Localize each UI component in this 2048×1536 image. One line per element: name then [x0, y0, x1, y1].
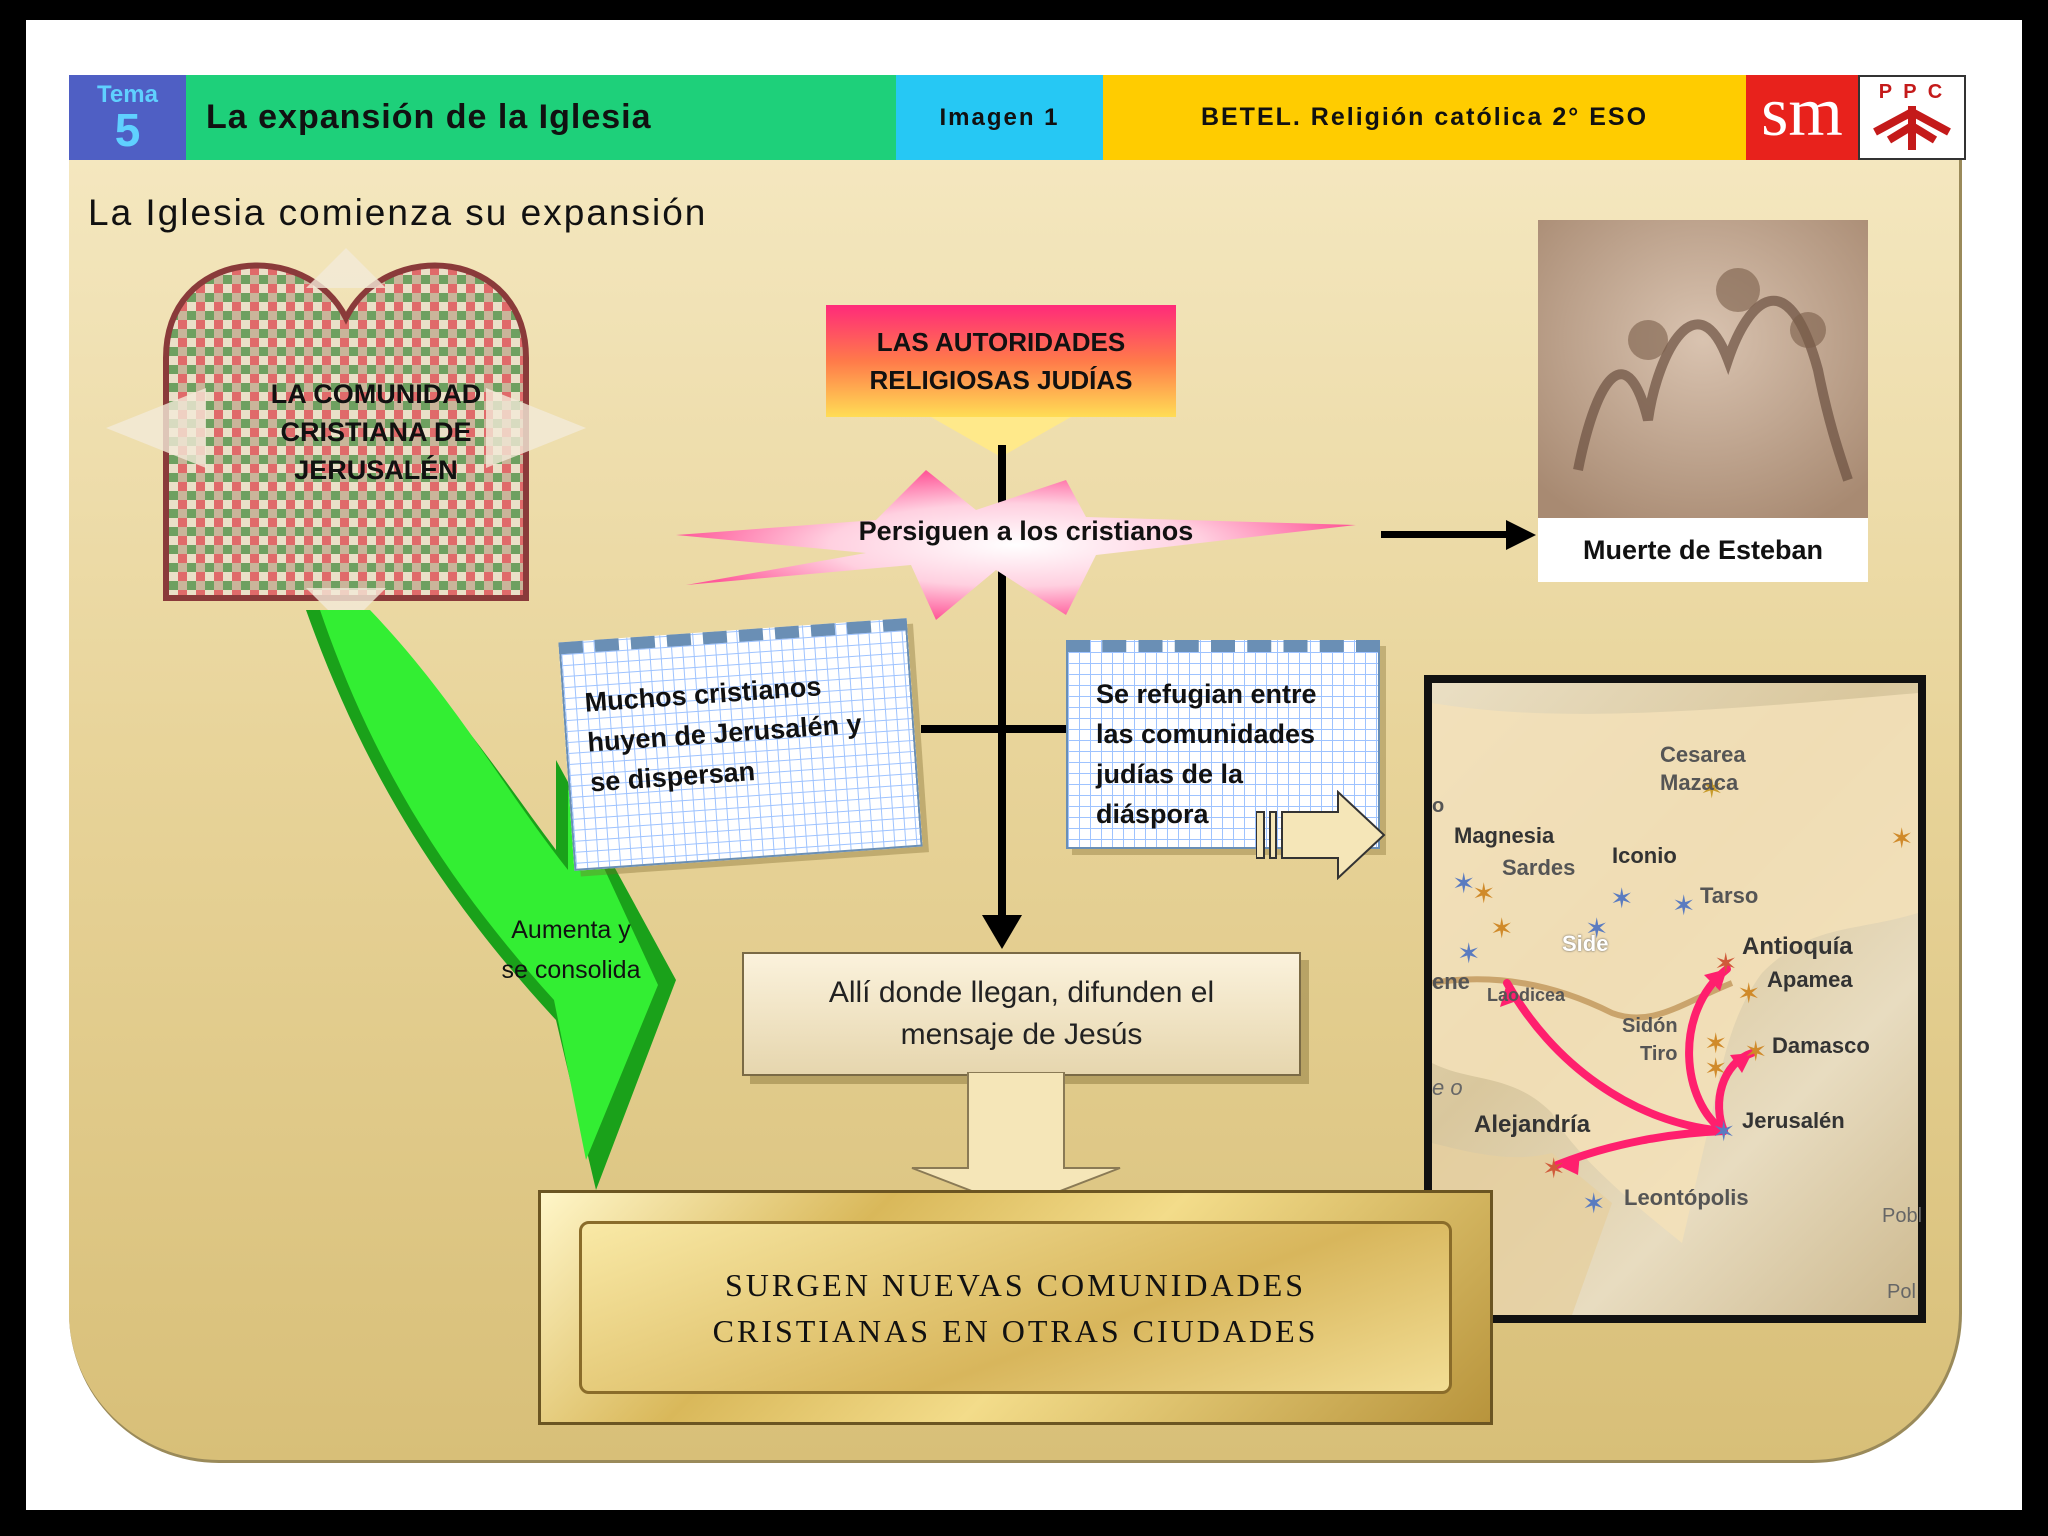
map-label-antioquia: Antioquía	[1742, 933, 1853, 960]
growth-label: Aumenta y se consolida	[501, 916, 641, 984]
map-label-laodicea: Laodicea	[1487, 985, 1566, 1005]
svg-text:✶: ✶	[1704, 1028, 1727, 1059]
svg-text:✶: ✶	[1472, 878, 1495, 909]
map-illustration: ✶ ✶ ✶ ✶ ✶ ✶ ✶ ✶ ✶ ✶ ✶ ✶ ✶ ✶ ✶ ✶ ✶	[1432, 693, 1918, 1315]
map-label-magnesia: Magnesia	[1454, 823, 1555, 848]
result-plaque-inner: SURGEN NUEVAS COMUNIDADES CRISTIANAS EN …	[579, 1221, 1452, 1394]
spread-scroll: Allí donde llegan, difunden el mensaje d…	[742, 952, 1301, 1076]
flee-note-text: Muchos cristianos huyen de Jerusalén y s…	[583, 671, 863, 798]
map-label-tarso: Tarso	[1700, 883, 1759, 908]
svg-text:✶: ✶	[1542, 1153, 1565, 1184]
diaspora-map: ✶ ✶ ✶ ✶ ✶ ✶ ✶ ✶ ✶ ✶ ✶ ✶ ✶ ✶ ✶ ✶ ✶ Cesare…	[1424, 675, 1926, 1323]
svg-text:✶: ✶	[1585, 913, 1608, 944]
persecution-label: Persiguen a los cristianos	[858, 516, 1194, 546]
svg-text:✶: ✶	[1490, 913, 1513, 944]
tema-label: Tema	[97, 80, 158, 108]
map-label-o: o	[1432, 795, 1445, 817]
authorities-box: LAS AUTORIDADES RELIGIOSAS JUDÍAS	[826, 305, 1176, 417]
svg-text:✶: ✶	[1890, 823, 1913, 854]
tema-badge: Tema 5	[69, 75, 186, 160]
result-plaque: SURGEN NUEVAS COMUNIDADES CRISTIANAS EN …	[538, 1190, 1493, 1425]
spread-scroll-text: Allí donde llegan, difunden el mensaje d…	[828, 976, 1215, 1051]
slide: Tema 5 La expansión de la Iglesia Imagen…	[26, 20, 2022, 1510]
community-heart-icon	[106, 248, 586, 628]
down-chevron-icon	[931, 417, 1071, 457]
slide-subtitle: La Iglesia comienza su expansión	[88, 192, 708, 233]
map-label-tiro: Tiro	[1640, 1043, 1678, 1065]
map-label-alejandria: Alejandría	[1474, 1111, 1591, 1138]
stephen-connector	[1381, 531, 1511, 538]
logo-sm: sm	[1746, 75, 1858, 160]
persecution-burst-icon	[676, 470, 1356, 620]
ppc-emblem-icon	[1873, 106, 1951, 150]
authorities-label: LAS AUTORIDADES RELIGIOSAS JUDÍAS	[869, 327, 1133, 395]
stephen-caption: Muerte de Esteban	[1582, 534, 1824, 565]
svg-text:✶: ✶	[1704, 1053, 1727, 1084]
map-label-apamea: Apamea	[1767, 967, 1853, 992]
map-label-sidon: Sidón	[1622, 1015, 1678, 1037]
course-label: BETEL. Religión católica 2° ESO	[1200, 103, 1649, 131]
map-label-leontopolis: Leontópolis	[1624, 1185, 1749, 1210]
logo-sm-text: sm	[1761, 73, 1843, 151]
city-star-icons: ✶ ✶ ✶ ✶ ✶ ✶ ✶ ✶ ✶ ✶ ✶ ✶ ✶ ✶ ✶ ✶ ✶	[1452, 773, 1913, 1219]
image-label: Imagen 1	[939, 103, 1060, 131]
growth-arrow-icon	[306, 610, 676, 1190]
stephen-arrowhead-icon	[1506, 520, 1536, 550]
refuge-note-text: Se refugian entre las comunidades judías…	[1096, 679, 1317, 829]
map-label-pol: Pol	[1887, 1281, 1916, 1303]
svg-text:✶: ✶	[1712, 1116, 1735, 1147]
map-arrow-icon	[1256, 790, 1386, 880]
map-label-side: Side	[1562, 931, 1609, 956]
map-label-damasco: Damasco	[1772, 1033, 1870, 1058]
map-label-sea: e o	[1432, 1075, 1463, 1100]
tema-number: 5	[114, 103, 141, 156]
stephen-caption-box: Muerte de Esteban	[1538, 518, 1868, 582]
map-label-iconio: Iconio	[1612, 843, 1677, 868]
map-label-pobl: Pobl	[1882, 1205, 1923, 1227]
course-bar: BETEL. Religión católica 2° ESO	[1103, 75, 1746, 160]
svg-text:✶: ✶	[1610, 883, 1633, 914]
map-label-sardes: Sardes	[1502, 855, 1576, 880]
flee-note: Muchos cristianos huyen de Jerusalén y s…	[558, 618, 923, 871]
route-arrowheads-icon	[1500, 969, 1752, 1175]
logo-ppc: P P C	[1858, 75, 1966, 160]
connector-arrowhead-icon	[982, 915, 1022, 949]
title-bar: La expansión de la Iglesia	[186, 75, 896, 160]
stephen-relief-image	[1538, 220, 1868, 518]
map-label-cesarea: Cesarea Mazaca	[1660, 742, 1746, 795]
slide-title: La expansión de la Iglesia	[206, 98, 652, 136]
svg-text:✶: ✶	[1737, 978, 1760, 1009]
map-label-ene: ene	[1432, 969, 1470, 994]
svg-text:✶: ✶	[1672, 890, 1695, 921]
svg-text:✶: ✶	[1744, 1036, 1767, 1067]
community-label: LA COMUNIDAD CRISTIANA DE JERUSALÉN	[270, 379, 482, 485]
svg-text:✶: ✶	[1714, 948, 1737, 979]
svg-text:✶: ✶	[1452, 868, 1475, 899]
svg-text:✶: ✶	[1700, 773, 1723, 804]
branch-connector	[921, 725, 1096, 733]
result-plaque-text: SURGEN NUEVAS COMUNIDADES CRISTIANAS EN …	[712, 1266, 1319, 1349]
map-label-jerusalen: Jerusalén	[1742, 1108, 1845, 1133]
result-arrow-icon	[911, 1072, 1121, 1210]
svg-text:✶: ✶	[1457, 938, 1480, 969]
svg-text:✶: ✶	[1582, 1188, 1605, 1219]
logo-ppc-text: P P C	[1878, 81, 1946, 103]
main-connector	[998, 445, 1006, 920]
image-label-bar: Imagen 1	[896, 75, 1103, 160]
